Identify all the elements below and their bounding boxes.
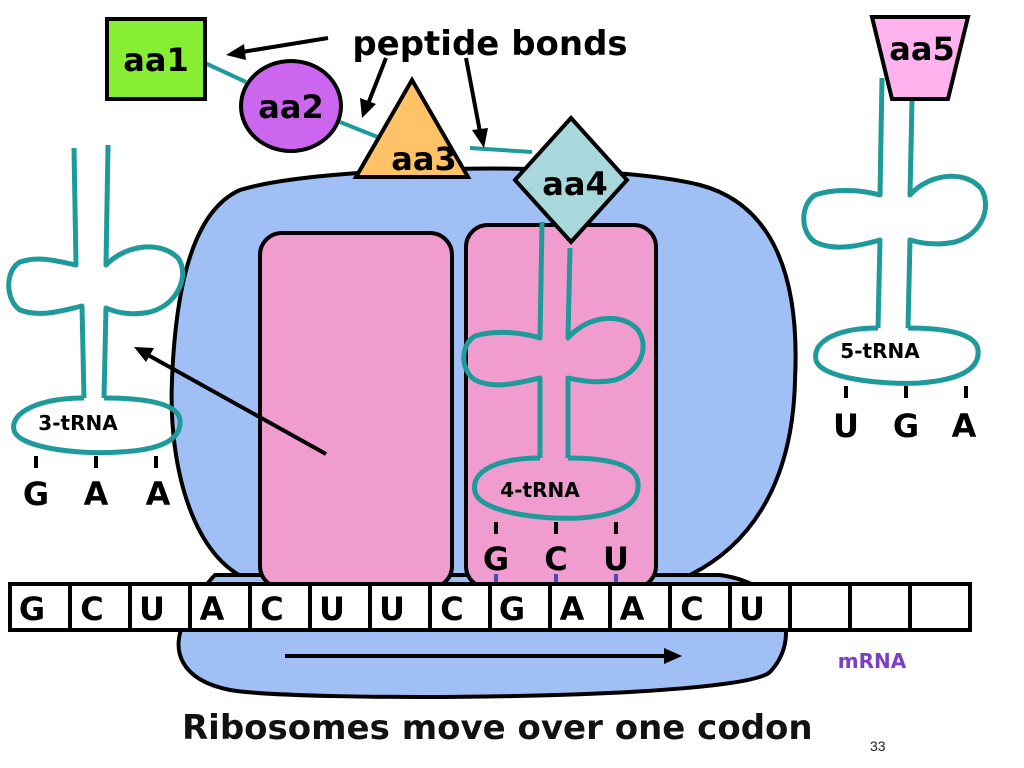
bond-aa3-aa4 — [469, 146, 533, 154]
slide-number: 33 — [870, 738, 886, 754]
trna-4-base-3: U — [603, 540, 629, 578]
ribosome-site-left — [258, 231, 454, 590]
trna-5 — [801, 77, 988, 398]
trna-5-base-1: U — [833, 407, 859, 445]
peptide-bonds-label: peptide bonds — [352, 24, 627, 64]
aa2-shape — [239, 59, 343, 153]
trna-5-loop — [813, 325, 981, 386]
trna-4-stem-right — [565, 247, 646, 458]
trna-3-base-1: G — [23, 475, 49, 513]
mrna-base: G — [499, 590, 525, 628]
pointer-arrowhead-aa3 — [472, 128, 488, 148]
exit-arrowhead — [134, 347, 154, 362]
aa1-shape — [105, 17, 207, 101]
aa1-label: aa1 — [123, 41, 188, 79]
aa4-label: aa4 — [542, 165, 607, 203]
pointer-arrowhead-aa2 — [360, 98, 376, 118]
trna-4-loop — [472, 455, 641, 521]
pointer-arrow-aa1 — [241, 36, 329, 54]
trna-3-stem-left — [6, 147, 87, 399]
trna-5-stem-left — [801, 77, 885, 329]
direction-arrow-head — [664, 648, 682, 664]
trna-4-stem-left — [461, 221, 545, 458]
slide-caption: Ribosomes move over one codon — [182, 708, 813, 748]
trna-3 — [6, 144, 186, 468]
trna-4-base-1: G — [483, 540, 509, 578]
mrna-base: C — [680, 590, 703, 628]
trna-3-loop — [11, 395, 183, 456]
trna-3-stem-right — [101, 144, 186, 399]
aa5-label: aa5 — [889, 30, 954, 68]
pointer-arrow-aa2 — [366, 57, 388, 105]
trna-5-base-2: G — [893, 407, 919, 445]
mrna-base: U — [379, 590, 405, 628]
aa5-shape — [869, 15, 971, 101]
mrna-base: C — [80, 590, 103, 628]
trna-5-stem-right — [905, 99, 988, 329]
mrna-base: A — [620, 590, 645, 628]
trna-3-label: 3-tRNA — [38, 411, 118, 435]
mrna-base: A — [560, 590, 585, 628]
mrna-base: A — [200, 590, 225, 628]
mrna-base: C — [440, 590, 463, 628]
aa2-label: aa2 — [258, 88, 323, 126]
exit-arrow — [147, 353, 327, 456]
trna-4 — [461, 221, 646, 534]
mrna-base: U — [739, 590, 765, 628]
mrna-base: U — [139, 590, 165, 628]
bond-aa1-aa2 — [204, 61, 247, 84]
mrna-label: mRNA — [838, 649, 907, 673]
trna-5-base-3: A — [952, 407, 977, 445]
bond-aa2-aa3 — [339, 120, 381, 140]
aa3-shape — [352, 75, 472, 179]
trna-4-base-2: C — [544, 540, 567, 578]
aa4-shape — [512, 115, 630, 245]
trna-5-label: 5-tRNA — [840, 339, 920, 363]
pointer-arrow-aa3 — [464, 57, 482, 133]
trna-4-label: 4-tRNA — [500, 478, 580, 502]
aa3-label: aa3 — [391, 140, 456, 178]
mrna-base: U — [319, 590, 345, 628]
mrna-base: C — [260, 590, 283, 628]
mrna-base: G — [19, 590, 45, 628]
pointer-arrowhead-aa1 — [226, 44, 246, 60]
trna-3-base-2: A — [84, 475, 109, 513]
trna-3-base-3: A — [146, 475, 171, 513]
